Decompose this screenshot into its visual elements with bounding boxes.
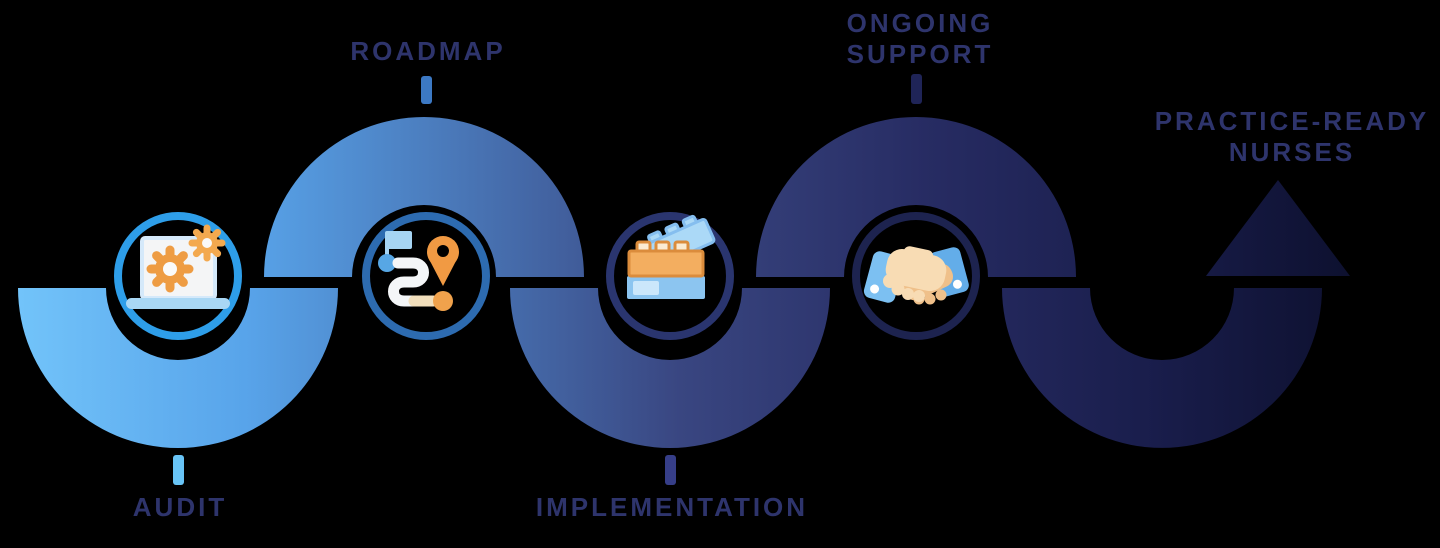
- audit-label: AUDIT: [132, 492, 228, 522]
- arrow-head-icon: [1206, 180, 1350, 276]
- ongoing-support-label-line2: SUPPORT: [846, 39, 994, 69]
- wave-dip-final: [1002, 288, 1322, 448]
- gear-small-icon: [188, 224, 226, 262]
- implementation-ring: [606, 212, 734, 340]
- ongoing-support-label-line1: ONGOING: [846, 8, 994, 38]
- roadmap-ring: [362, 212, 490, 340]
- practice-ready-label-line1: PRACTICE-READY: [1154, 106, 1430, 136]
- flag: [385, 231, 412, 249]
- audit-tick: [173, 455, 184, 485]
- ongoing-support-label: ONGOING SUPPORT: [847, 8, 994, 70]
- wave-dip-implementation: [510, 288, 830, 448]
- practice-ready-label-line2: NURSES: [1228, 137, 1356, 167]
- laptop-base: [126, 298, 230, 309]
- route-start-dot: [378, 254, 396, 272]
- wave-arch-roadmap: [264, 117, 584, 277]
- map-pin-icon: [427, 236, 459, 286]
- building-blocks-icon: [627, 214, 716, 299]
- wave-ribbon: [18, 117, 1350, 448]
- block-orange: [627, 240, 705, 278]
- audit-ring: [114, 212, 242, 340]
- handshake-icon: [863, 246, 969, 305]
- gear-large-icon: [146, 245, 194, 293]
- implementation-label: IMPLEMENTATION: [535, 492, 809, 522]
- implementation-tick: [665, 455, 676, 485]
- wave-arch-support: [756, 117, 1076, 277]
- route-end-dot: [433, 291, 453, 311]
- route-path: [388, 257, 429, 307]
- wave-dip-audit: [18, 288, 338, 448]
- route-map-icon: [378, 231, 459, 311]
- handshake-near-hand: [883, 246, 947, 302]
- roadmap-tick: [421, 76, 432, 104]
- support-tick: [911, 74, 922, 104]
- support-ring: [852, 212, 980, 340]
- practice-ready-nurses-label: PRACTICE-READY NURSES: [1155, 106, 1430, 168]
- laptop-gears-icon: [126, 224, 230, 309]
- roadmap-label: ROADMAP: [350, 36, 506, 66]
